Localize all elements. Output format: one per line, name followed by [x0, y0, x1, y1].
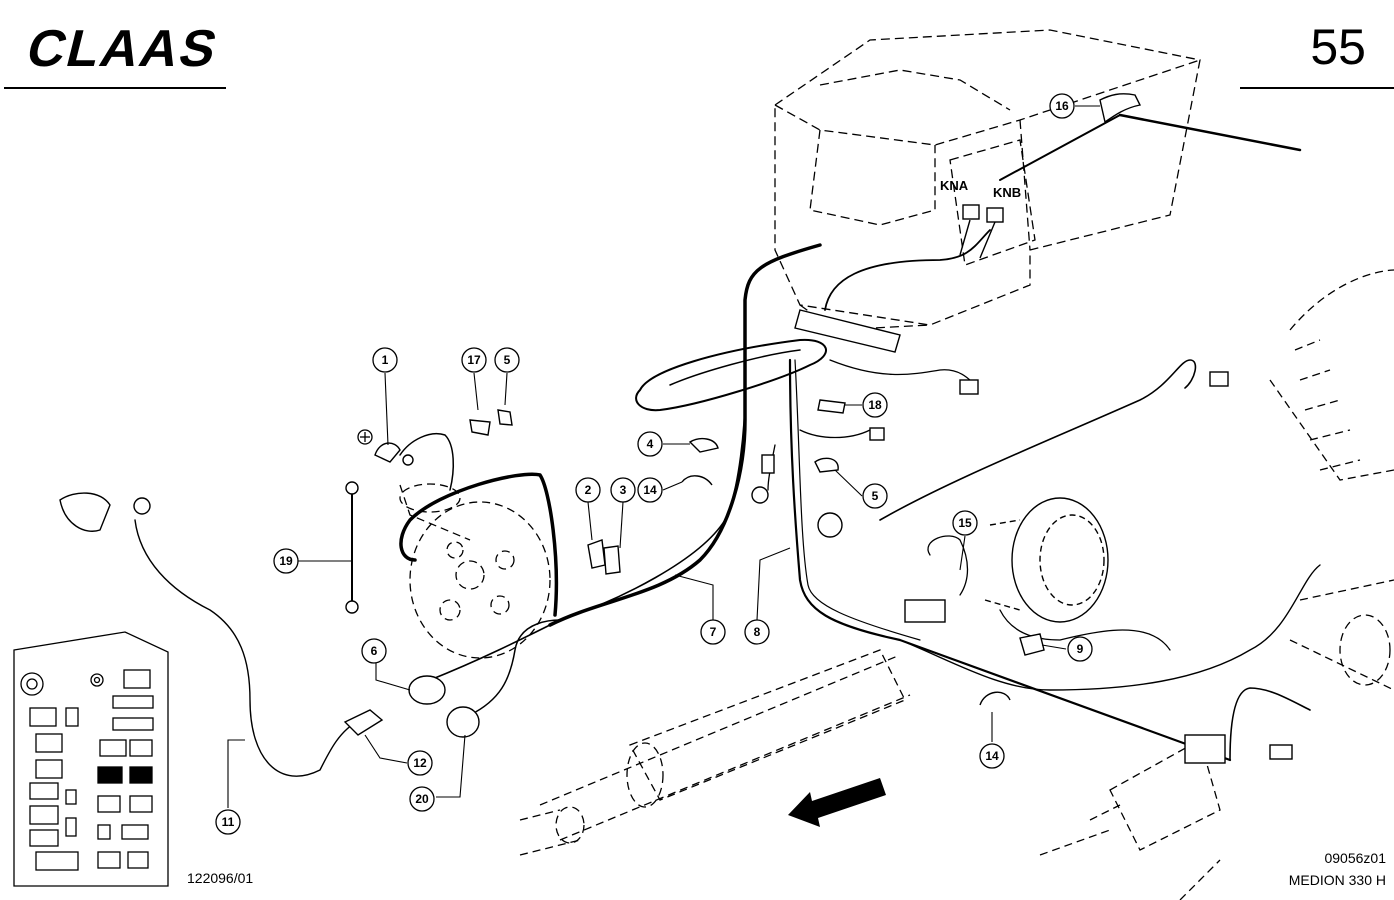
harness-cables: [134, 113, 1321, 777]
callout-1: 1: [372, 347, 398, 373]
callout-8: 8: [744, 619, 770, 645]
part-20-socket: [446, 706, 480, 738]
rear-wheel-dashed: [1269, 269, 1394, 691]
knb-connector: [986, 207, 1004, 223]
callout-5-top: 5: [494, 347, 520, 373]
part-17-bracket: [469, 419, 491, 436]
svg-text:17: 17: [467, 353, 481, 367]
terminal-strip: [794, 309, 901, 353]
drawing-reference: 122096/01: [187, 870, 254, 886]
wheel-dashed: [399, 483, 551, 659]
svg-text:4: 4: [647, 437, 654, 451]
right-inline-plug: [1269, 744, 1293, 760]
hose-16: [1099, 93, 1142, 124]
callout-17: 17: [461, 347, 487, 373]
figure-code: 09056z01: [1324, 850, 1386, 866]
callout-12: 12: [407, 750, 433, 776]
svg-text:18: 18: [868, 398, 882, 412]
callout-2: 2: [575, 477, 601, 503]
svg-text:3: 3: [620, 483, 627, 497]
connector-vertical: [761, 454, 775, 474]
right-connector-box: [1184, 734, 1226, 764]
callouts: 1 17 5 16 18 4 14 2 3 5 15 19 7 8 6 9 12…: [215, 93, 1093, 835]
svg-text:15: 15: [958, 516, 972, 530]
svg-text:14: 14: [643, 483, 657, 497]
svg-text:14: 14: [985, 749, 999, 763]
machine-overview-thumbnail: [13, 631, 169, 887]
svg-text:9: 9: [1077, 642, 1084, 656]
ground-symbol-icon: [357, 429, 373, 445]
part-11-lamp-bracket: [59, 492, 111, 532]
part-14-clip-bottom: [979, 691, 1011, 706]
svg-text:8: 8: [754, 625, 761, 639]
leader-lines: [227, 105, 1100, 808]
part-4-clip: [688, 437, 719, 453]
part-9-switch: [1019, 633, 1045, 656]
part-5-clip-bottom: [814, 457, 839, 473]
svg-text:2: 2: [585, 483, 592, 497]
callout-18: 18: [862, 392, 888, 418]
footer-info: 09056z01 MEDION 330 H: [1289, 848, 1386, 891]
callout-3: 3: [610, 477, 636, 503]
svg-text:19: 19: [279, 554, 293, 568]
sensor-ring: [751, 486, 769, 504]
speed-sensor-sprocket: [817, 512, 843, 538]
svg-text:7: 7: [710, 625, 717, 639]
claas-logo: CLAAS: [21, 20, 225, 74]
part-15-connector: [904, 599, 946, 623]
svg-text:5: 5: [872, 489, 879, 503]
part-5-clip-top: [497, 409, 513, 426]
callout-15: 15: [952, 510, 978, 536]
callout-14-top: 14: [637, 477, 663, 503]
svg-text:5: 5: [504, 353, 511, 367]
part-3-relay: [603, 545, 621, 575]
svg-text:20: 20: [415, 792, 429, 806]
part-1-terminal: [374, 442, 401, 463]
callout-20: 20: [409, 786, 435, 812]
components: [59, 93, 1293, 764]
part-18-bracket: [817, 399, 846, 414]
kna-connector: [962, 204, 980, 220]
right-connector-top: [1209, 371, 1229, 387]
callout-9: 9: [1067, 636, 1093, 662]
svg-text:16: 16: [1055, 99, 1069, 113]
callout-6: 6: [361, 638, 387, 664]
direction-arrow-icon: [788, 778, 886, 827]
connector-5-lead: [869, 427, 885, 441]
svg-text:12: 12: [413, 756, 427, 770]
page-number: 55: [1310, 19, 1366, 75]
part-6-socket: [408, 675, 446, 705]
callout-4: 4: [637, 431, 663, 457]
hub-drum: [984, 497, 1109, 623]
svg-text:11: 11: [222, 815, 235, 829]
axle-dashed: [519, 649, 1221, 900]
kna-label: KNA: [940, 178, 969, 193]
callout-5-bottom: 5: [862, 483, 888, 509]
connector-near-18: [959, 379, 979, 395]
svg-text:CLAAS: CLAAS: [21, 20, 225, 74]
callout-16: 16: [1049, 93, 1075, 119]
callout-11: 11: [215, 809, 241, 835]
knb-label: KNB: [993, 185, 1021, 200]
part-14-clip-top: [681, 475, 713, 486]
svg-text:1: 1: [382, 353, 389, 367]
callout-14-bottom: 14: [979, 743, 1005, 769]
model-name: MEDION 330 H: [1288, 871, 1386, 888]
part-12-plug: [343, 709, 384, 736]
callout-19: 19: [273, 548, 299, 574]
part-2-relay: [587, 539, 606, 569]
callout-7: 7: [700, 619, 726, 645]
svg-text:6: 6: [371, 644, 378, 658]
